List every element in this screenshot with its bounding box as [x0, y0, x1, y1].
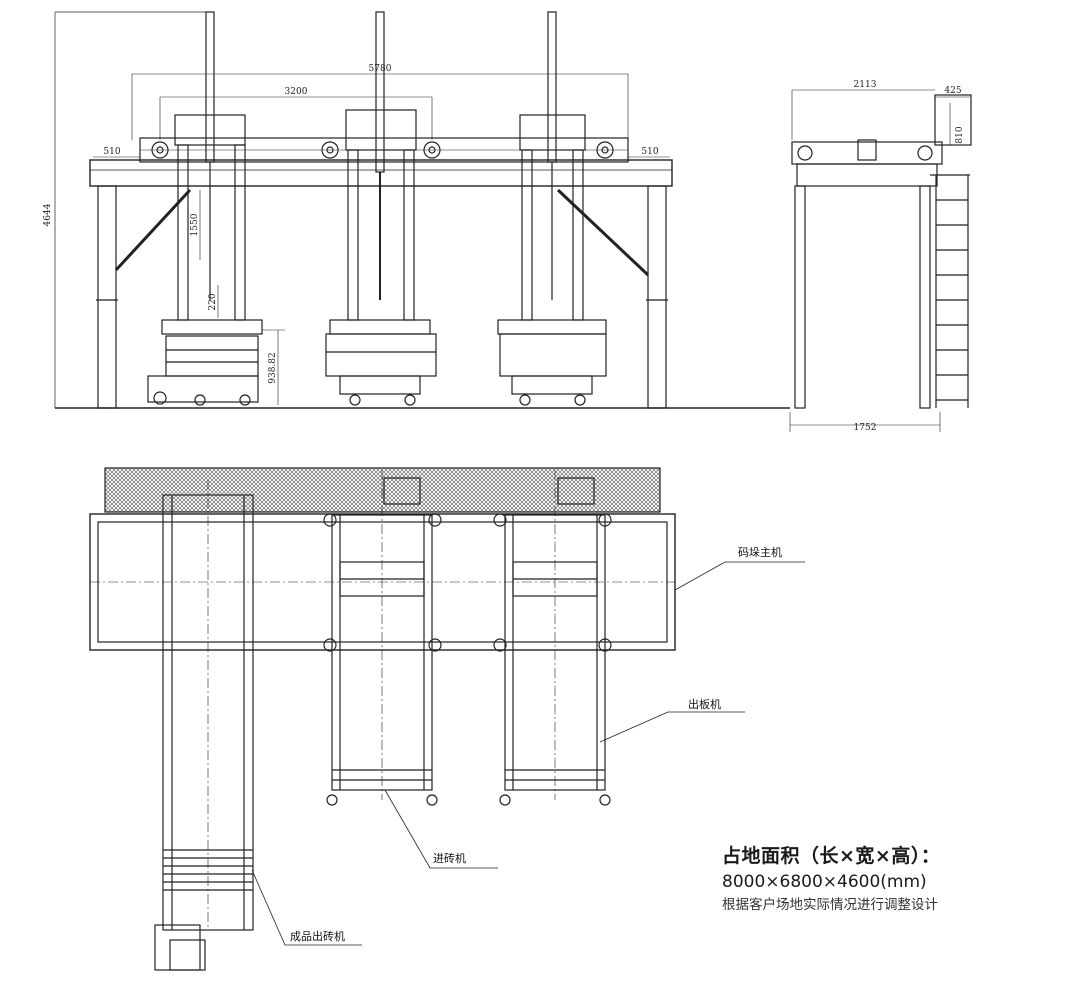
dim-end-right: 510: [641, 147, 658, 157]
dim-col-h1: 1550: [190, 213, 200, 236]
side-elevation: [789, 89, 972, 432]
dim-side-width: 2113: [854, 80, 877, 90]
front-elevation: [54, 11, 790, 409]
spec-title: 占地面积（长×宽×高）：: [722, 845, 941, 867]
label-board-out: 出板机: [688, 697, 721, 711]
label-product-out: 成品出砖机: [290, 929, 345, 943]
dim-side-base: 1752: [854, 423, 877, 433]
dim-span-total: 5780: [369, 64, 392, 74]
dim-end-left: 510: [103, 147, 120, 157]
plan-view: [89, 467, 805, 971]
dim-col-h2: 220: [208, 293, 218, 310]
spec-note: 根据客户场地实际情况进行调整设计: [722, 897, 938, 913]
dim-overall-height: 4644: [43, 203, 53, 226]
spec-size: 8000×6800×4600(mm): [722, 872, 927, 892]
dim-col-h3: 938.82: [268, 352, 278, 384]
spec-block: 占地面积（长×宽×高）： 8000×6800×4600(mm) 根据客户场地实际…: [722, 842, 1072, 916]
dim-span-inner: 3200: [285, 87, 308, 97]
dim-side-ladder: 425: [944, 86, 961, 96]
dim-side-rail: 810: [955, 126, 965, 143]
label-brick-in: 进砖机: [433, 851, 466, 865]
label-main-machine: 码垛主机: [738, 545, 782, 559]
